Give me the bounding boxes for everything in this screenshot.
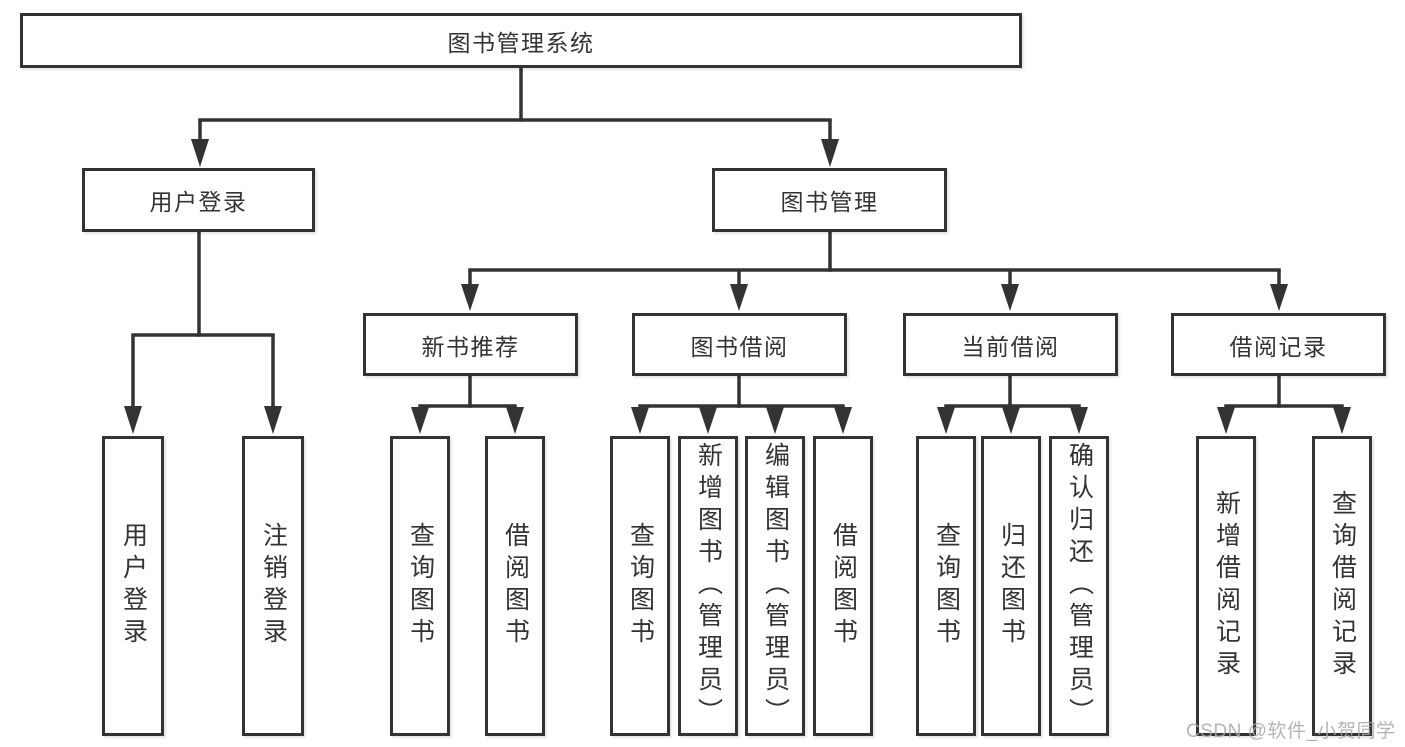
- node-book-borrow-label: 图书借阅: [690, 333, 789, 360]
- node-user-login: 用户登录: [82, 168, 315, 232]
- leaf-return-book: 归还图书: [981, 436, 1041, 736]
- leaf-edit-book-admin: 编辑图书（管理员）: [745, 436, 805, 736]
- connector-root: [191, 66, 839, 167]
- leaf-borrow-books-recommend-label: 借阅图书: [501, 522, 530, 650]
- node-new-book-recommend: 新书推荐: [363, 313, 578, 376]
- leaf-logout: 注销登录: [242, 436, 304, 736]
- leaf-add-borrow-record-label: 新增借阅记录: [1212, 490, 1241, 682]
- node-current-borrow: 当前借阅: [903, 313, 1118, 376]
- leaf-query-books-current: 查询图书: [916, 436, 976, 736]
- leaf-add-book-admin-label: 新增图书（管理员）: [694, 442, 723, 730]
- leaf-user-login: 用户登录: [102, 436, 164, 736]
- node-borrow-records-label: 借阅记录: [1229, 333, 1328, 360]
- leaf-borrow-books-label: 借阅图书: [829, 522, 858, 650]
- node-book-borrow: 图书借阅: [632, 313, 847, 376]
- leaf-edit-book-admin-label: 编辑图书（管理员）: [761, 442, 790, 730]
- leaf-query-books-current-label: 查询图书: [932, 522, 961, 650]
- leaf-logout-label: 注销登录: [259, 522, 288, 650]
- leaf-query-borrow-record: 查询借阅记录: [1312, 436, 1372, 736]
- connector-borrow-records: [1217, 374, 1351, 434]
- connector-current-borrow: [937, 374, 1088, 434]
- connector-user-login: [124, 230, 282, 434]
- node-borrow-records: 借阅记录: [1171, 313, 1386, 376]
- node-root-label: 图书管理系统: [447, 29, 595, 56]
- leaf-add-borrow-record: 新增借阅记录: [1196, 436, 1256, 736]
- node-book-management: 图书管理: [712, 168, 947, 232]
- leaf-borrow-books: 借阅图书: [813, 436, 873, 736]
- node-root: 图书管理系统: [20, 13, 1022, 68]
- watermark: CSDN @软件_小贺同学: [1186, 721, 1396, 742]
- leaf-user-login-label: 用户登录: [119, 522, 148, 650]
- node-book-management-label: 图书管理: [780, 189, 879, 215]
- node-user-login-label: 用户登录: [149, 189, 248, 215]
- node-current-borrow-label: 当前借阅: [961, 333, 1060, 360]
- leaf-query-books-borrow: 查询图书: [610, 436, 670, 736]
- leaf-confirm-return-admin-label: 确认归还（管理员）: [1065, 442, 1094, 730]
- leaf-return-book-label: 归还图书: [997, 522, 1026, 650]
- leaf-query-books-recommend: 查询图书: [390, 436, 450, 736]
- leaf-add-book-admin: 新增图书（管理员）: [678, 436, 738, 736]
- connector-new-book-recommend: [411, 374, 524, 434]
- leaf-borrow-books-recommend: 借阅图书: [485, 436, 545, 736]
- leaf-query-books-borrow-label: 查询图书: [626, 522, 655, 650]
- leaf-confirm-return-admin: 确认归还（管理员）: [1049, 436, 1109, 736]
- node-new-book-recommend-label: 新书推荐: [421, 333, 520, 360]
- leaf-query-books-recommend-label: 查询图书: [406, 522, 435, 650]
- connector-book-borrow: [631, 374, 852, 434]
- leaf-query-borrow-record-label: 查询借阅记录: [1328, 490, 1357, 682]
- connector-book-management: [461, 230, 1288, 311]
